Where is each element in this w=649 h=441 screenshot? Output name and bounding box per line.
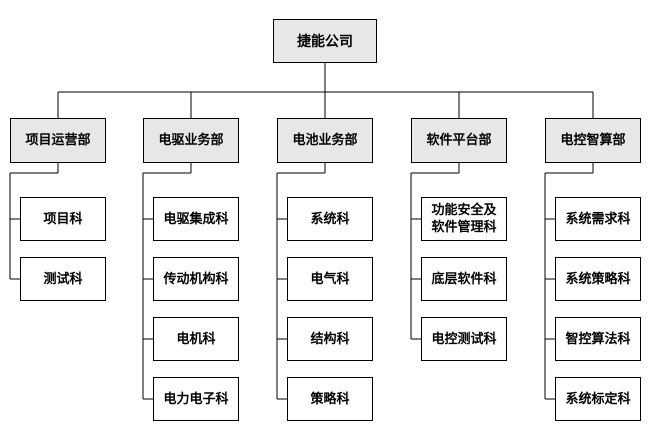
- unit-node: 结构科: [287, 317, 373, 361]
- department-node: 电池业务部: [277, 118, 373, 163]
- unit-node: 电驱集成科: [153, 197, 239, 241]
- department-node: 软件平台部: [411, 118, 507, 163]
- root-node: 捷能公司: [273, 19, 377, 63]
- unit-node: 系统科: [287, 197, 373, 241]
- unit-node: 电机科: [153, 317, 239, 361]
- unit-node: 测试科: [20, 257, 106, 301]
- unit-node: 系统需求科: [555, 197, 641, 241]
- unit-node: 功能安全及 软件管理科: [421, 197, 507, 241]
- unit-node: 智控算法科: [555, 317, 641, 361]
- department-node: 电控智算部: [545, 118, 641, 163]
- department-node: 电驱业务部: [143, 118, 239, 163]
- unit-node: 电控测试科: [421, 317, 507, 361]
- unit-node: 电气科: [287, 257, 373, 301]
- unit-node: 电力电子科: [153, 377, 239, 421]
- unit-node: 策略科: [287, 377, 373, 421]
- department-node: 项目运营部: [10, 118, 106, 163]
- unit-node: 底层软件科: [421, 257, 507, 301]
- unit-node: 系统策略科: [555, 257, 641, 301]
- unit-node: 项目科: [20, 197, 106, 241]
- unit-node: 传动机构科: [153, 257, 239, 301]
- unit-node: 系统标定科: [555, 377, 641, 421]
